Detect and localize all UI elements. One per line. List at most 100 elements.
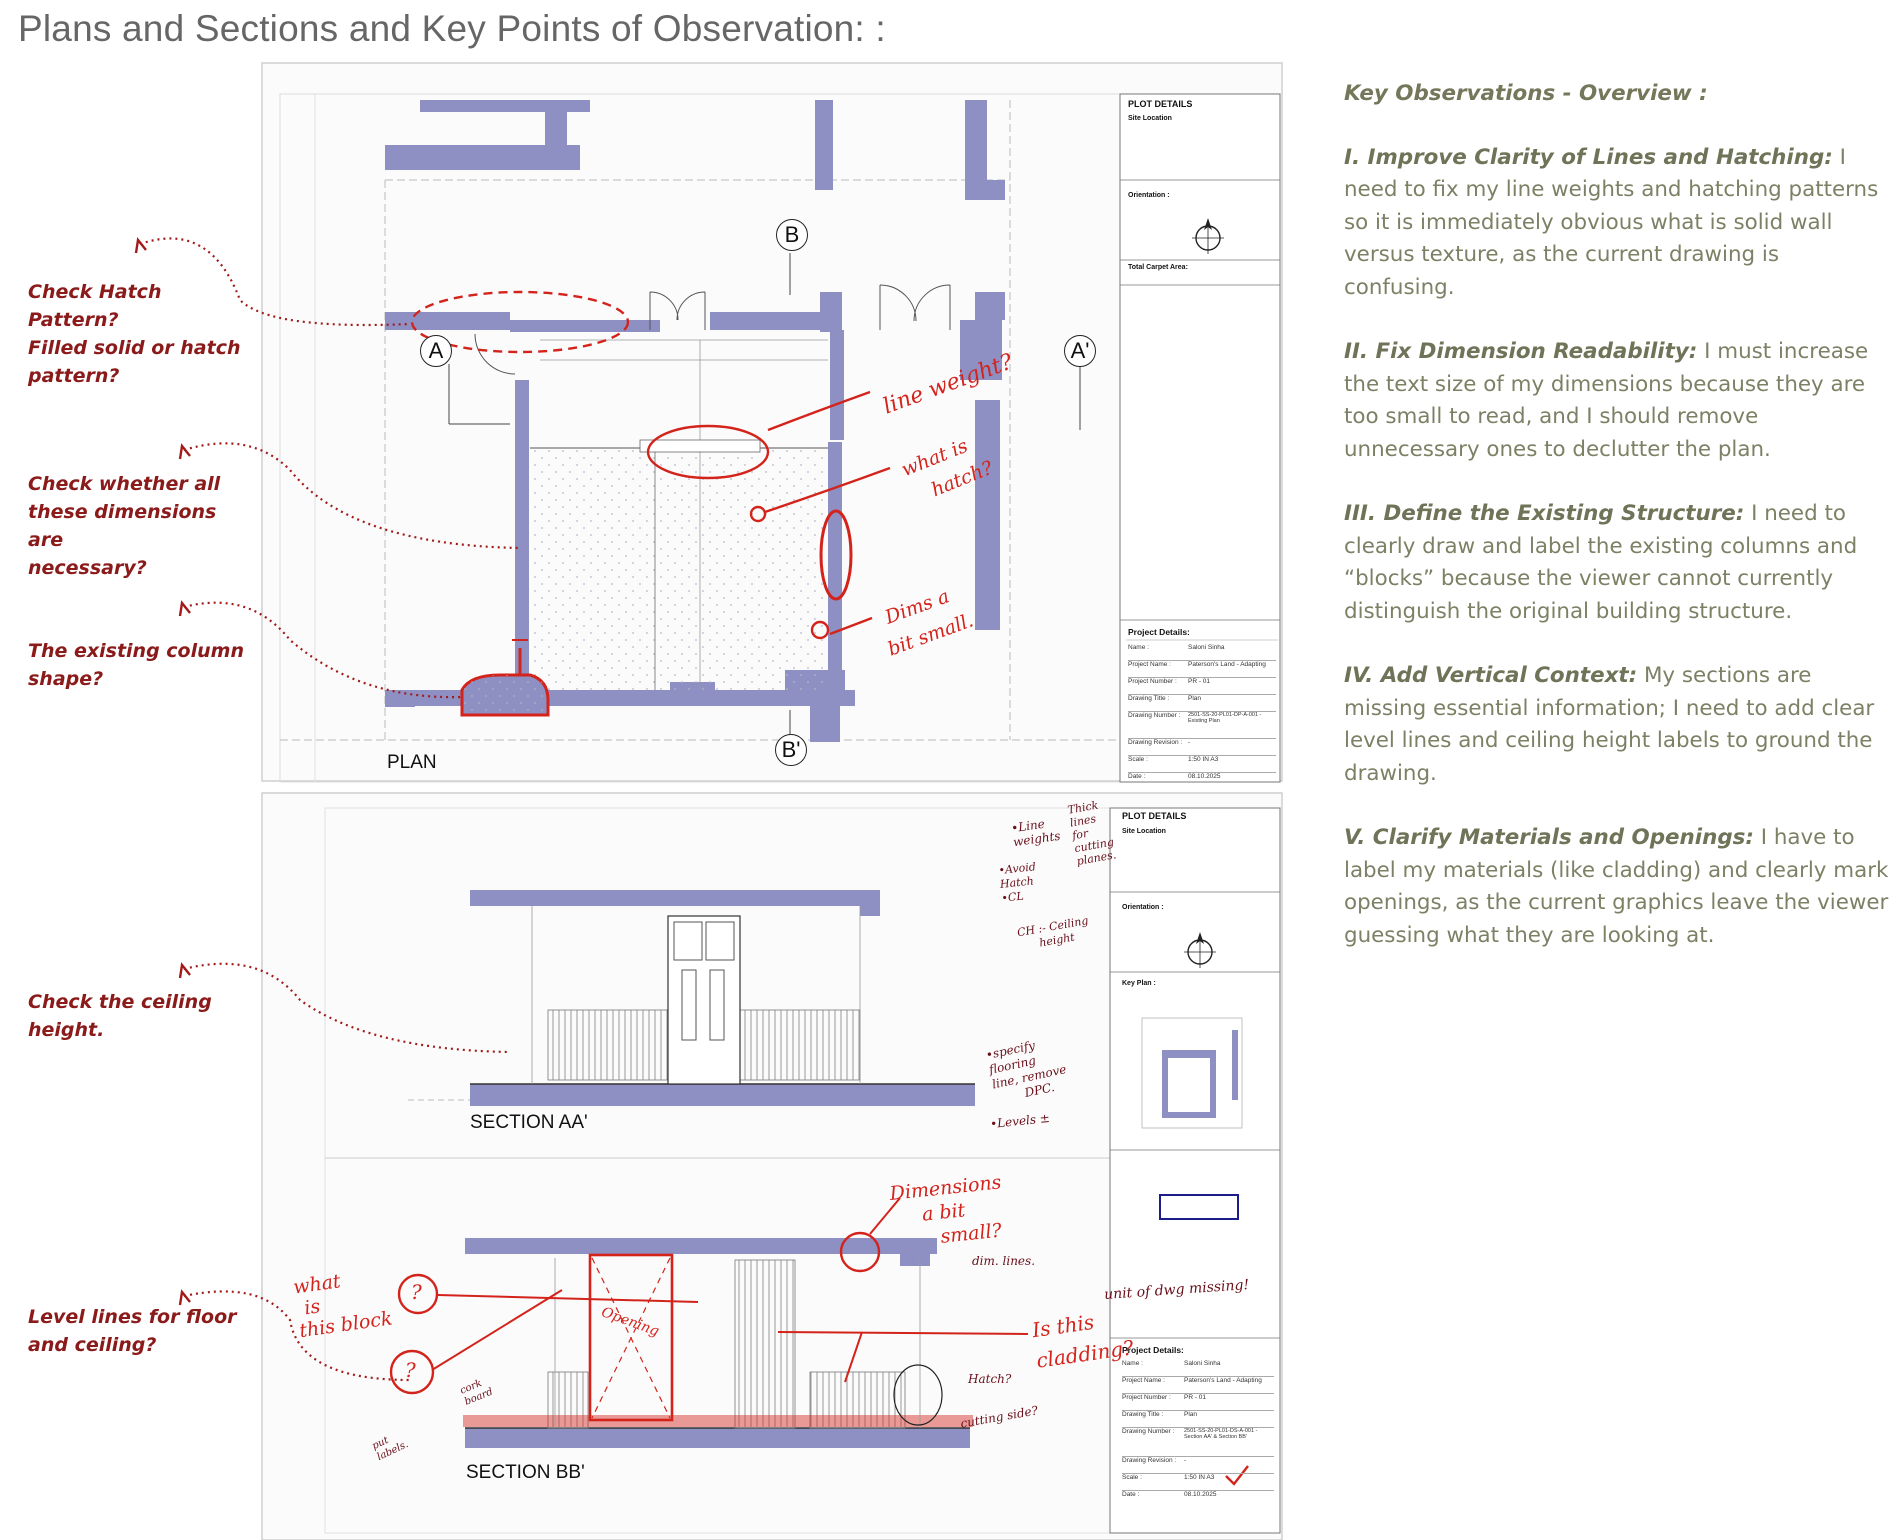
note-line: shape? <box>28 668 104 690</box>
observation-title: I. Improve Clarity of Lines and Hatching… <box>1344 144 1833 170</box>
plan-total-carpet-area: Total Carpet Area: <box>1128 264 1188 271</box>
observation-title: III. Define the Existing Structure: <box>1344 501 1745 526</box>
hand-hatch-q: Hatch? <box>968 1372 1012 1386</box>
tb-row: Name : Saloni Sinha <box>1122 1360 1274 1377</box>
tb-row: Scale : 1:50 IN A3 <box>1128 756 1276 773</box>
tb-key: Drawing Title : <box>1128 695 1170 702</box>
tb-row: Project Number :PR - 01 <box>1122 1394 1274 1411</box>
tb-key: Project Name : <box>1128 661 1171 668</box>
note-line: and ceiling? <box>28 1334 157 1356</box>
tb-key: Drawing Title : <box>1122 1411 1164 1418</box>
tb-key: Project Number : <box>1122 1394 1171 1401</box>
tb-value: 2501-SS-20-PL01-DP-A-001 -Existing Plan <box>1188 712 1262 724</box>
plan-site-location: Site Location <box>1128 115 1172 122</box>
grid-bubble-b-prime: B' <box>775 734 807 766</box>
observation-text: I have to label my materials (like cladd… <box>1344 825 1889 948</box>
note-line: these dimensions are <box>28 501 217 551</box>
tb-value: Plan <box>1184 1411 1198 1418</box>
tb-key: Project Name : <box>1122 1377 1165 1384</box>
section-project-details: Project Details: <box>1122 1345 1184 1355</box>
tb-key: Scale : <box>1122 1474 1142 1481</box>
observation-item: V. Clarify Materials and Openings: I hav… <box>1344 822 1892 952</box>
hand-dimensions: Dimensions a bit small? <box>889 1170 1008 1253</box>
tb-value: 08.10.2025 <box>1184 1491 1217 1498</box>
tb-key: Scale : <box>1128 756 1148 763</box>
note-line: Level lines for floor <box>28 1306 237 1328</box>
plan-orientation: Orientation : <box>1128 192 1170 199</box>
note-line: Filled solid or hatch <box>28 337 241 359</box>
note-hooks <box>134 237 191 1306</box>
section-plot-details: PLOT DETAILS <box>1122 811 1187 821</box>
tb-row: Name :Saloni Sinha <box>1128 644 1276 661</box>
hand-what-block: what is this block <box>292 1264 394 1342</box>
hand-avoid-hatch: •Avoid Hatch •CL <box>998 860 1040 906</box>
section-title-block-rows: Name : Saloni Sinha Project Name : Paterso… <box>1122 1360 1274 1507</box>
note-leaders <box>139 237 521 1382</box>
tb-key: Drawing Number : <box>1128 712 1181 719</box>
note-line: Check whether all <box>28 473 221 495</box>
section-key-plan: Key Plan : <box>1122 980 1156 987</box>
section-orientation: Orientation : <box>1122 904 1164 911</box>
tb-value: 1:50 IN A3 <box>1184 1474 1215 1481</box>
tb-value: Paterson's Land - Adapting <box>1184 1377 1262 1384</box>
note-line: The existing column <box>28 640 244 662</box>
observation-text: I need to fix my line weights and hatchi… <box>1344 144 1879 300</box>
tb-key: Name : <box>1122 1360 1143 1367</box>
observation-text: I must increase the text size of my dime… <box>1344 339 1869 462</box>
plan-plot-details: PLOT DETAILS <box>1128 99 1193 109</box>
compass-icon-section <box>1184 932 1216 968</box>
section-sheet <box>261 792 1283 1540</box>
tb-key: Drawing Revision : <box>1122 1457 1177 1464</box>
tb-row: Drawing Title : Plan <box>1128 695 1276 712</box>
observation-title: IV. Add Vertical Context: <box>1344 663 1638 688</box>
hand-question-2: ? <box>405 1358 416 1382</box>
tb-value: - <box>1188 739 1191 746</box>
note-line: pattern? <box>28 365 120 387</box>
grid-bubble-b: B <box>776 219 808 251</box>
page-title: Plans and Sections and Key Points of Obs… <box>18 8 886 49</box>
tb-row: Drawing Number :2501-SS-20-PL01-DS-A-001… <box>1122 1428 1274 1457</box>
observation-item: I. Improve Clarity of Lines and Hatching… <box>1344 142 1892 305</box>
key-observations: Key Observations - Overview : I. Improve… <box>1344 78 1892 984</box>
tb-row: Date : 08.10.2025 <box>1122 1491 1274 1507</box>
section-site-location: Site Location <box>1122 828 1166 835</box>
tb-value: Plan <box>1188 695 1202 702</box>
tb-value: Saloni Sinha <box>1188 644 1225 651</box>
note-line: Check Hatch Pattern? <box>28 281 162 331</box>
plan-title-block-rows: Name :Saloni Sinha Project Name :Paterso… <box>1128 644 1276 789</box>
tb-row: Drawing Revision :- <box>1122 1457 1274 1474</box>
tb-value: PR - 01 <box>1188 678 1211 685</box>
observation-item: IV. Add Vertical Context: My sections ar… <box>1344 660 1892 790</box>
checkmark-icon <box>1225 1465 1249 1486</box>
note-dimensions: Check whether all these dimensions are n… <box>28 470 258 582</box>
plan-project-details: Project Details: <box>1128 627 1190 637</box>
tb-row: Scale : 1:50 IN A3 <box>1122 1474 1274 1491</box>
tb-value: 2501-SS-20-PL01-DS-A-001 - Section AA' &… <box>1184 1428 1258 1440</box>
observation-title: II. Fix Dimension Readability: <box>1344 339 1698 364</box>
tb-key: Date : <box>1128 773 1146 780</box>
hand-question-1: ? <box>411 1280 422 1304</box>
tb-row: Drawing Revision :- <box>1128 739 1276 756</box>
tb-value: - <box>1184 1457 1187 1464</box>
tb-key: Project Number : <box>1128 678 1177 685</box>
grid-bubble-a-prime: A' <box>1064 335 1096 367</box>
observation-title: V. Clarify Materials and Openings: <box>1344 825 1754 850</box>
tb-row: Project Number : PR - 01 <box>1128 678 1276 695</box>
tb-value: Saloni Sinha <box>1184 1360 1221 1367</box>
section-bb-label: SECTION BB' <box>466 1462 585 1483</box>
observation-item: II. Fix Dimension Readability: I must in… <box>1344 336 1892 466</box>
tb-value: 1:50 IN A3 <box>1188 756 1219 763</box>
tb-value: 08.10.2025 <box>1188 773 1221 780</box>
note-line: height. <box>28 1019 105 1041</box>
note-ceiling-height: Check the ceiling height. <box>28 988 258 1044</box>
plan-sheet <box>261 62 1283 783</box>
note-line: necessary? <box>28 557 147 579</box>
note-level-lines: Level lines for floor and ceiling? <box>28 1303 258 1359</box>
tb-key: Date : <box>1122 1491 1140 1498</box>
observation-text: My sections are missing essential inform… <box>1344 663 1875 786</box>
observation-text: I need to clearly draw and label the exi… <box>1344 501 1858 624</box>
hand-dim-lines: dim. lines. <box>972 1254 1036 1268</box>
tb-row: Project Name : Paterson's Land - Adapting <box>1122 1377 1274 1394</box>
note-line: Check the ceiling <box>28 991 212 1013</box>
